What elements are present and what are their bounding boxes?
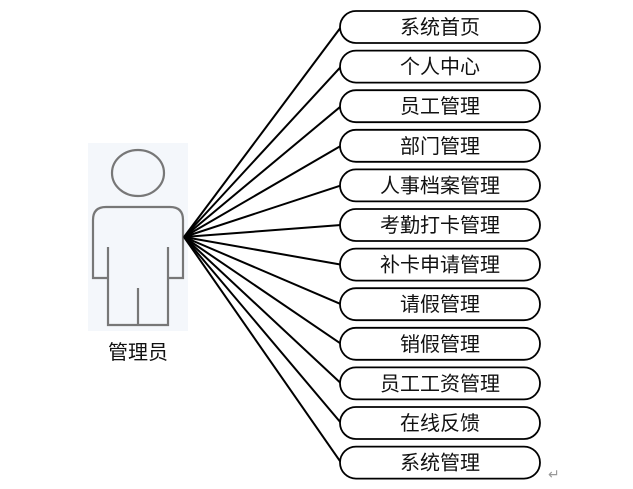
use-case-label: 系统首页 [400,15,480,39]
use-case-label: 请假管理 [400,292,480,316]
actor-label: 管理员 [108,340,168,364]
use-case[interactable]: 人事档案管理 [339,168,541,203]
use-case[interactable]: 考勤打卡管理 [339,208,541,242]
use-case-label: 系统管理 [400,451,480,475]
use-case-box[interactable] [339,10,541,44]
person-icon [91,148,185,327]
association-line [183,236,342,345]
use-case-label: 员工管理 [400,94,480,118]
use-case-label: 销假管理 [400,332,480,356]
association-line [183,236,342,306]
association-line [183,236,342,385]
use-cases: 系统首页个人中心员工管理部门管理人事档案管理考勤打卡管理补卡申请管理请假管理销假… [339,10,541,480]
association-line [183,105,342,238]
use-case-box[interactable] [339,406,541,440]
use-case-label: 在线反馈 [400,411,480,435]
use-case[interactable]: 请假管理 [339,287,541,322]
use-case-box[interactable] [339,287,541,322]
association-line [183,26,342,238]
use-case-box[interactable] [339,168,541,203]
use-case[interactable]: 销假管理 [339,326,541,361]
use-case[interactable]: 在线反馈 [339,406,541,440]
use-case-box[interactable] [339,128,541,163]
use-case[interactable]: 个人中心 [339,49,541,84]
paragraph-mark: ↵ [548,467,560,483]
use-case[interactable]: 系统首页 [339,10,541,44]
use-case-box[interactable] [339,208,541,242]
use-case-box[interactable] [339,445,541,480]
association-line [183,144,342,238]
use-case[interactable]: 员工工资管理 [339,366,541,401]
association-line [183,65,342,238]
use-case-box[interactable] [339,89,541,124]
use-case-box[interactable] [339,247,541,282]
association-line [183,236,342,266]
use-case-label: 补卡申请管理 [380,253,500,277]
use-case-box[interactable] [339,49,541,84]
association-line [183,236,342,464]
use-case-label: 考勤打卡管理 [380,213,500,237]
use-case[interactable]: 员工管理 [339,89,541,124]
use-case-label: 个人中心 [400,55,480,79]
use-case-label: 部门管理 [400,134,480,158]
association-lines [183,26,342,464]
actor: 管理员 [88,143,188,364]
association-line [183,184,342,238]
association-line [183,224,342,238]
use-case[interactable]: 部门管理 [339,128,541,163]
use-case-label: 人事档案管理 [380,173,500,197]
association-line [183,236,342,424]
use-case[interactable]: 补卡申请管理 [339,247,541,282]
use-case[interactable]: 系统管理 [339,445,541,480]
use-case-box[interactable] [339,326,541,361]
use-case-label: 员工工资管理 [380,371,500,395]
use-case-box[interactable] [339,366,541,401]
